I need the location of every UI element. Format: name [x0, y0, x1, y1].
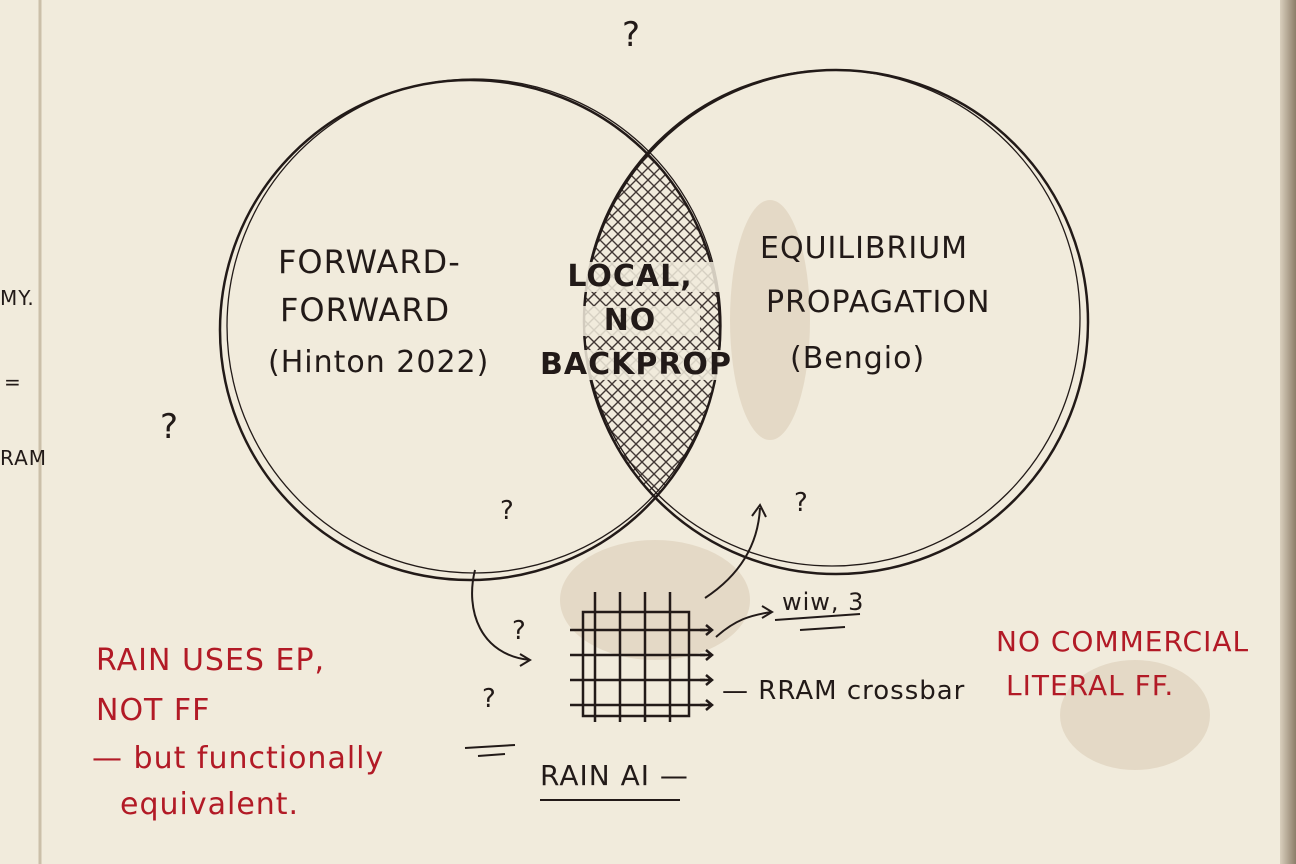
question-mark: ? [482, 684, 497, 714]
question-mark: ? [622, 15, 642, 55]
rain-ai-label: RAIN AI — [540, 759, 689, 792]
left-page-fragment: MY. [0, 286, 35, 310]
right-circle-title-line1: EQUILIBRIUM [760, 231, 969, 266]
page-edge [1280, 0, 1296, 864]
question-mark: ? [794, 488, 809, 518]
left-circle [218, 78, 722, 582]
red-note-right-line1: NO COMMERCIAL [996, 625, 1250, 658]
question-mark: ? [160, 407, 180, 447]
coffee-stain [560, 540, 750, 660]
intersection-label-line1: LOCAL, [540, 262, 720, 292]
question-mark: ? [512, 616, 527, 646]
red-note-line2: NOT FF [96, 693, 211, 728]
left-page-fragment: RAM [0, 446, 48, 470]
left-page-fragment: = [4, 370, 22, 394]
coffee-stain [730, 200, 810, 440]
crossbar-squiggle-note: wiw, 3 [782, 588, 865, 616]
left-circle-title-line2: FORWARD [280, 291, 451, 329]
left-circle-title-line1: FORWARD- [278, 243, 461, 281]
question-mark: ? [500, 496, 515, 526]
red-note-line1: RAIN USES EP, [96, 643, 326, 678]
intersection-label-line3: BACKPROP [540, 347, 732, 382]
intersection-label-line2: NO [560, 306, 700, 336]
rram-crossbar-grid [570, 592, 714, 722]
red-note-right-line2: LITERAL FF. [1006, 669, 1175, 702]
connector-arrows [464, 503, 861, 801]
right-circle-citation: (Bengio) [790, 341, 926, 376]
red-note-line4: equivalent. [120, 787, 300, 822]
left-circle-citation: (Hinton 2022) [268, 345, 490, 380]
red-note-line3: — but functionally [92, 741, 385, 776]
coffee-stain [1060, 660, 1210, 770]
right-circle-title-line2: PROPAGATION [766, 285, 991, 320]
rram-crossbar-label: — RRAM crossbar [722, 676, 966, 706]
